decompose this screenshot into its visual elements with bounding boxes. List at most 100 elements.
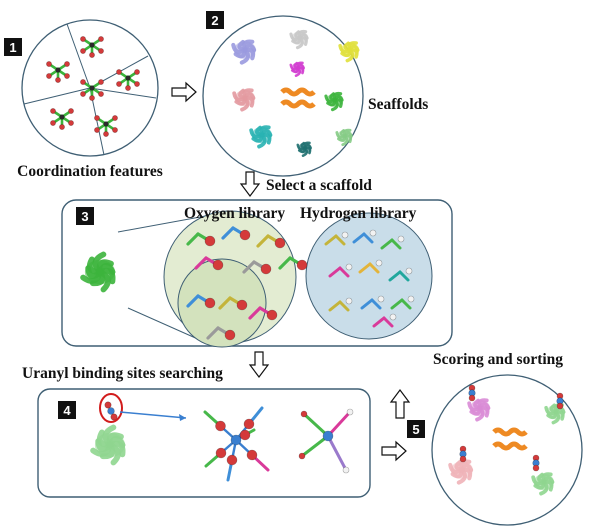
oxygen-atom bbox=[50, 120, 56, 126]
step5-group: 5 Scoring and sorting bbox=[407, 351, 583, 526]
oxygen-atom bbox=[204, 297, 216, 309]
coordination-motif bbox=[80, 36, 104, 58]
helix bbox=[280, 99, 316, 109]
oxygen-fragment bbox=[218, 296, 248, 311]
binding-site-highlight bbox=[99, 393, 123, 423]
oxygen-atom bbox=[260, 263, 272, 275]
oxygen-atom bbox=[103, 131, 109, 137]
uranyl-site-2 bbox=[298, 408, 354, 474]
scoring-label: Scoring and sorting bbox=[433, 351, 563, 368]
oxygen-atom bbox=[274, 237, 286, 249]
oxygen-fragments bbox=[186, 226, 308, 341]
arrow-up-score bbox=[389, 389, 411, 419]
scaffold-protein-yellow bbox=[338, 41, 360, 63]
hydrogen-fragment bbox=[328, 297, 353, 312]
bond bbox=[358, 262, 372, 274]
bond bbox=[206, 326, 220, 340]
oxygen-atom bbox=[116, 69, 122, 75]
bond bbox=[328, 266, 342, 278]
step1-number: 1 bbox=[9, 40, 16, 55]
oxygen-atom bbox=[459, 455, 467, 463]
hydrogen-atom bbox=[342, 466, 350, 474]
metal-atom bbox=[89, 85, 95, 91]
oxygen-fragment bbox=[256, 234, 286, 249]
scored-helix-orange bbox=[492, 441, 528, 451]
oxygen-atom bbox=[50, 108, 56, 114]
scaffold-helix-orange bbox=[280, 99, 316, 109]
oxygen-atom bbox=[134, 69, 140, 75]
step1-group: 1 Coordination features bbox=[4, 19, 163, 180]
oxygen-fragment bbox=[186, 232, 216, 247]
oxygen-atom bbox=[55, 77, 61, 83]
oxygen-atom bbox=[224, 329, 236, 341]
coordination-motif bbox=[94, 115, 118, 137]
oxygen-atom bbox=[246, 449, 258, 461]
oxygen-atom bbox=[80, 79, 86, 85]
scored-protein-pink bbox=[448, 459, 474, 485]
oxygen-fragment bbox=[248, 306, 278, 321]
protein-core bbox=[234, 41, 256, 59]
step5-number: 5 bbox=[412, 422, 419, 437]
hydrogen-library-label: Hydrogen library bbox=[300, 205, 417, 222]
oxygen-atom bbox=[112, 127, 118, 133]
scaffold-protein-green bbox=[324, 91, 344, 112]
uranium-atom bbox=[107, 407, 115, 415]
scored-helix-orange bbox=[492, 427, 528, 437]
oxygen-atom bbox=[68, 120, 74, 126]
oxygen-atom bbox=[239, 429, 251, 441]
oxygen-atom bbox=[243, 418, 255, 430]
protein-core bbox=[326, 93, 344, 107]
binding-search-label: Uranyl binding sites searching bbox=[22, 365, 223, 382]
oxygen-fragment bbox=[242, 260, 272, 275]
step3-badge bbox=[76, 207, 94, 225]
protein-core bbox=[94, 432, 126, 458]
bond bbox=[324, 234, 338, 246]
protein-core bbox=[84, 259, 116, 285]
hydrogen-fragment bbox=[358, 259, 383, 274]
step3-group: 3 Oxygen library Hydrogen library bbox=[61, 199, 453, 348]
hydrogen-atom bbox=[345, 297, 353, 305]
oxygen-atom bbox=[98, 36, 104, 42]
bond bbox=[256, 234, 270, 248]
oxygen-atom bbox=[89, 52, 95, 58]
hydrogen-fragment bbox=[328, 263, 353, 278]
oxygen-atom bbox=[556, 402, 564, 410]
bond bbox=[300, 434, 330, 458]
oxygen-atom bbox=[266, 309, 278, 321]
hydrogen-fragments bbox=[324, 229, 415, 328]
oxygen-atom bbox=[59, 124, 65, 130]
protein-core bbox=[337, 129, 353, 143]
step2-badge bbox=[206, 11, 224, 29]
oxygen-atom bbox=[134, 81, 140, 87]
protein-core bbox=[469, 399, 491, 417]
oxygen-atom bbox=[80, 36, 86, 42]
step4-number: 4 bbox=[63, 403, 71, 418]
oxygen-atom bbox=[239, 229, 251, 241]
metal-atom bbox=[103, 121, 109, 127]
oxygen-fragment bbox=[186, 294, 216, 309]
protein-core bbox=[291, 62, 305, 74]
hydrogen-atom bbox=[377, 295, 385, 303]
bond bbox=[372, 316, 386, 328]
metal-atom bbox=[89, 42, 95, 48]
step4-group: 4 bbox=[37, 388, 371, 498]
bond bbox=[380, 238, 394, 250]
oxygen-atom bbox=[125, 85, 131, 91]
scaffold-protein-teal bbox=[249, 125, 273, 149]
oxygen-fragment bbox=[194, 256, 224, 271]
selected-scaffold-protein bbox=[80, 251, 116, 293]
oxygen-atom bbox=[116, 81, 122, 87]
protein-core bbox=[234, 89, 256, 107]
oxygen-subset-circle bbox=[177, 258, 267, 348]
oxygen-atom bbox=[68, 108, 74, 114]
step2-number: 2 bbox=[211, 13, 218, 28]
oxygen-atom bbox=[46, 61, 52, 67]
oxygen-atom bbox=[98, 48, 104, 54]
bond bbox=[326, 410, 352, 438]
oxygen-atom bbox=[64, 73, 70, 79]
oxygen-fragment bbox=[278, 256, 308, 271]
oxygen-atom bbox=[215, 447, 227, 459]
helix bbox=[492, 427, 528, 437]
hydrogen-fragment bbox=[352, 229, 377, 244]
